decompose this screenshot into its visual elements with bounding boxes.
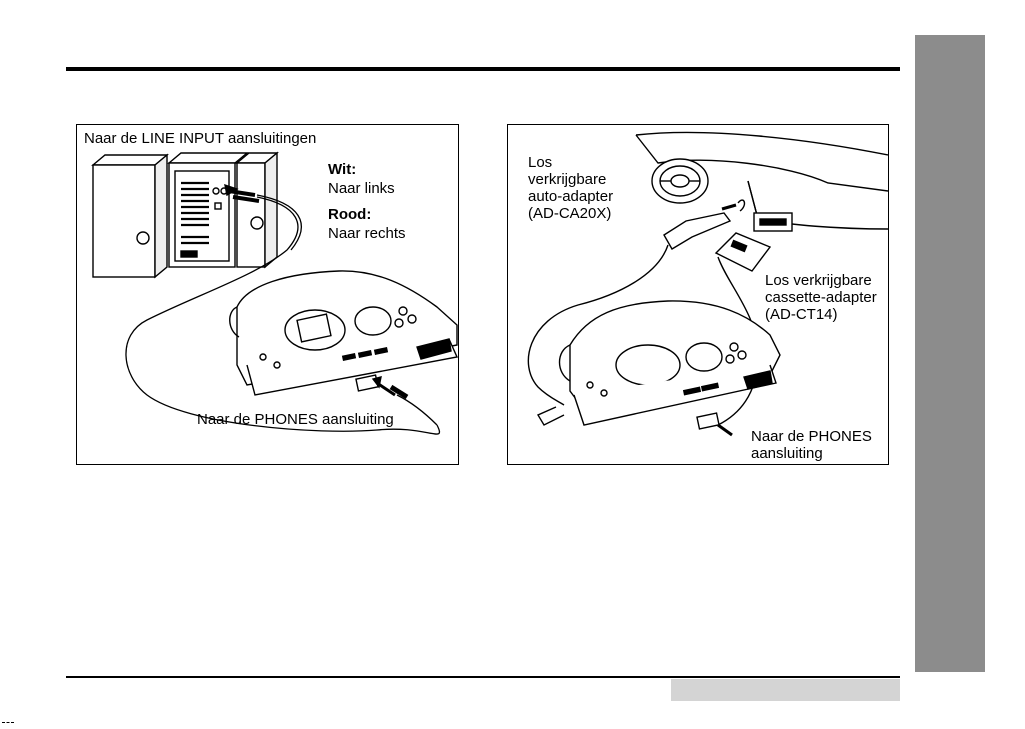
cassette-adapter-label-line-2: cassette-adapter	[765, 289, 877, 306]
white-cable-title: Wit:	[328, 161, 356, 178]
steering-wheel	[652, 159, 708, 203]
line-input-label: Naar de LINE INPUT aansluitingen	[84, 130, 316, 147]
stereo-unit	[169, 153, 247, 267]
phones-jack-label: Naar de PHONES aansluiting	[751, 428, 872, 462]
red-cable-title: Rood:	[328, 206, 371, 223]
phones-jack-label: Naar de PHONES aansluiting	[197, 411, 394, 428]
section-side-tab	[915, 35, 985, 672]
car-adapter-label-line-2: verkrijgbare	[528, 171, 613, 188]
right-speaker	[237, 153, 277, 267]
cassette-adapter-label-line-3: (AD-CT14)	[765, 306, 877, 323]
car-adapter-label-line-4: (AD-CA20X)	[528, 205, 613, 222]
footer-rule	[66, 676, 900, 678]
left-speaker	[93, 155, 167, 277]
red-cable-text: Naar rechts	[328, 225, 406, 242]
cassette-adapter	[716, 233, 770, 271]
figure-hifi-connection: Naar de LINE INPUT aansluitingen Wit: Na…	[76, 124, 459, 465]
car-adapter-label: Los verkrijgbare auto-adapter (AD-CA20X)	[528, 154, 613, 222]
cassette-adapter-label-line-1: Los verkrijgbare	[765, 272, 877, 289]
cassette-slot	[754, 213, 792, 231]
car-adapter-label-line-1: Los	[528, 154, 613, 171]
footer-page-box	[671, 679, 900, 701]
phones-jack-label-line-1: Naar de PHONES	[751, 428, 872, 445]
md-player	[230, 271, 457, 395]
md-player	[560, 301, 781, 429]
corner-crop-mark	[2, 722, 14, 725]
figure-car-connection: Los verkrijgbare auto-adapter (AD-CA20X)…	[507, 124, 889, 465]
white-cable-text: Naar links	[328, 180, 395, 197]
car-adapter-label-line-3: auto-adapter	[528, 188, 613, 205]
header-rule	[66, 67, 900, 71]
phones-jack-label-line-2: aansluiting	[751, 445, 872, 462]
cassette-adapter-label: Los verkrijgbare cassette-adapter (AD-CT…	[765, 272, 877, 323]
